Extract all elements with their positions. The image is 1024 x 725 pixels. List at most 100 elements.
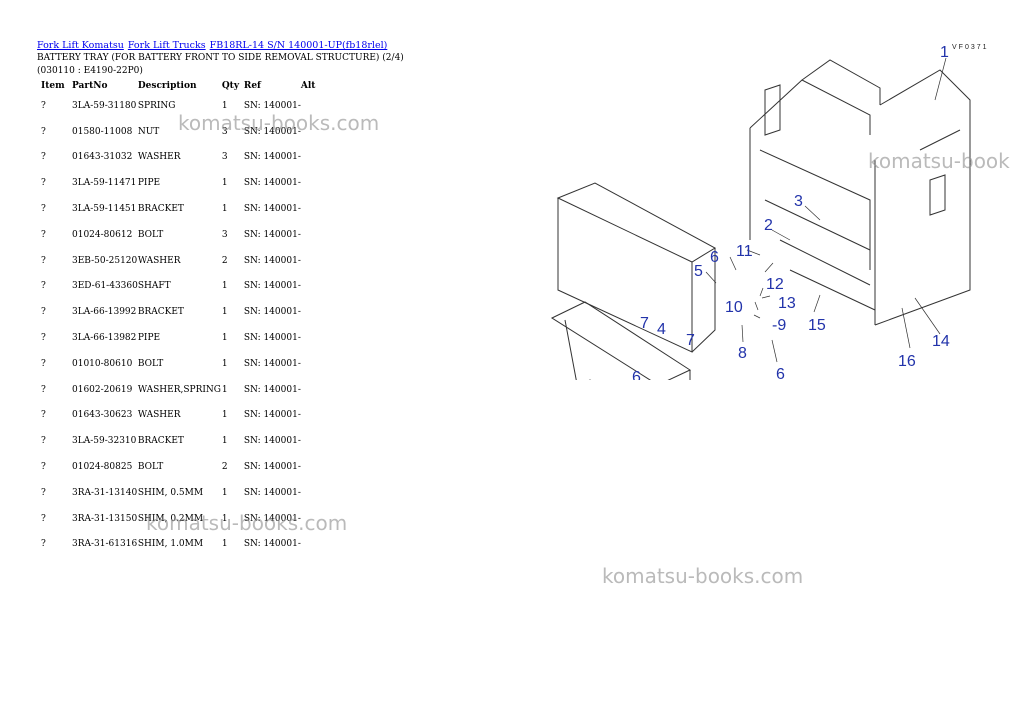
callout-1: 1 [940,44,949,61]
cell-item: ? [41,281,46,292]
cell-alt [301,196,341,222]
cell-alt [301,222,341,248]
callout-3: 3 [794,193,803,210]
tray-frame [550,301,692,380]
cell-ref: SN: 140001- [243,513,301,524]
diagram-code: VF0371 [952,44,989,51]
tray-box-outline [556,182,717,353]
header-item: Item [41,81,65,91]
cell-qty: 1 [221,333,228,344]
cell-qty: 1 [221,513,228,524]
cell-item: ? [41,333,46,344]
cell-partno: 01580-11008 [72,126,133,137]
callout-7a: 7 [640,315,649,332]
cell-description: BRACKET [137,307,184,318]
cell-qty: 3 [221,126,228,137]
cell-description: SPRING [137,100,176,111]
cell-qty: 1 [221,384,228,395]
callout-12: 12 [766,276,784,293]
breadcrumb-link-model[interactable]: FB18RL-14 S/N 140001-UP(fb18rlel) [209,40,388,51]
callout-6c: 6 [776,366,785,380]
cell-alt [301,248,341,274]
diagram-leader-lines [705,57,947,363]
diagram-drawing [550,59,971,380]
cell-qty: 3 [221,229,228,240]
cell-item: ? [41,513,46,524]
cabinet-bracket [764,84,946,216]
table-header-row: Item PartNo Description Qty Ref Alt [36,79,341,93]
cell-description: BOLT [137,229,164,240]
callout-9: -9 [772,317,786,334]
breadcrumb-link-fork-lift-trucks[interactable]: Fork Lift Trucks [127,40,206,51]
cell-ref: SN: 140001- [243,410,301,421]
cell-qty: 2 [221,462,228,473]
cell-partno: 01602-20619 [72,384,133,395]
cell-partno: 01643-30623 [72,410,133,421]
cell-description: WASHER [137,255,181,266]
callout-7b: 7 [686,332,695,349]
cell-description: PIPE [137,333,161,344]
cell-item: ? [41,384,46,395]
cell-qty: 1 [221,178,228,189]
cell-partno: 3RA-31-13150 [72,513,138,524]
cell-alt [301,428,341,454]
cell-description: PIPE [137,178,161,189]
callout-5: 5 [694,263,703,280]
parts-diagram: VF0371 1 2 3 4 5 6 6 6 7 7 8 -9 10 11 12… [550,44,989,380]
cell-alt [301,506,341,532]
cell-description: WASHER,SPRING [137,384,221,395]
cell-item: ? [41,539,46,550]
cell-item: ? [41,229,46,240]
cell-partno: 01010-80610 [72,358,133,369]
header-description: Description [137,81,197,91]
cell-partno: 01024-80825 [72,462,133,473]
cell-partno: 3LA-59-32310 [72,436,137,447]
cell-ref: SN: 140001- [243,126,301,137]
cell-ref: SN: 140001- [243,333,301,344]
cell-item: ? [41,410,46,421]
cell-item: ? [41,178,46,189]
header-qty: Qty [221,81,240,91]
cell-qty: 1 [221,358,228,369]
cell-alt [301,274,341,300]
cell-description: BOLT [137,358,164,369]
cell-partno: 3RA-31-61316 [72,539,138,550]
cell-item: ? [41,307,46,318]
cell-description: BRACKET [137,436,184,447]
cell-description: SHIM, 0.2MM [137,513,204,524]
header-partno: PartNo [72,81,108,91]
cell-alt [301,377,341,403]
cell-alt [301,170,341,196]
cell-alt [301,532,341,558]
cell-ref: SN: 140001- [243,178,301,189]
cell-partno: 3LA-59-31180 [72,100,137,111]
cell-alt [301,93,341,119]
cell-ref: SN: 140001- [243,384,301,395]
cell-alt [301,351,341,377]
cabinet-inner [759,149,876,311]
callout-13: 13 [778,295,796,312]
cell-alt [301,299,341,325]
callout-6a: 6 [710,249,719,266]
cell-item: ? [41,462,46,473]
cell-qty: 1 [221,539,228,550]
cell-description: WASHER [137,410,181,421]
breadcrumb-link-fork-lift-komatsu[interactable]: Fork Lift Komatsu [37,40,124,51]
cell-ref: SN: 140001- [243,307,301,318]
page-title: BATTERY TRAY (FOR BATTERY FRONT TO SIDE … [37,53,404,76]
cell-alt [301,119,341,145]
cell-partno: 3RA-31-13140 [72,487,138,498]
cell-qty: 1 [221,436,228,447]
